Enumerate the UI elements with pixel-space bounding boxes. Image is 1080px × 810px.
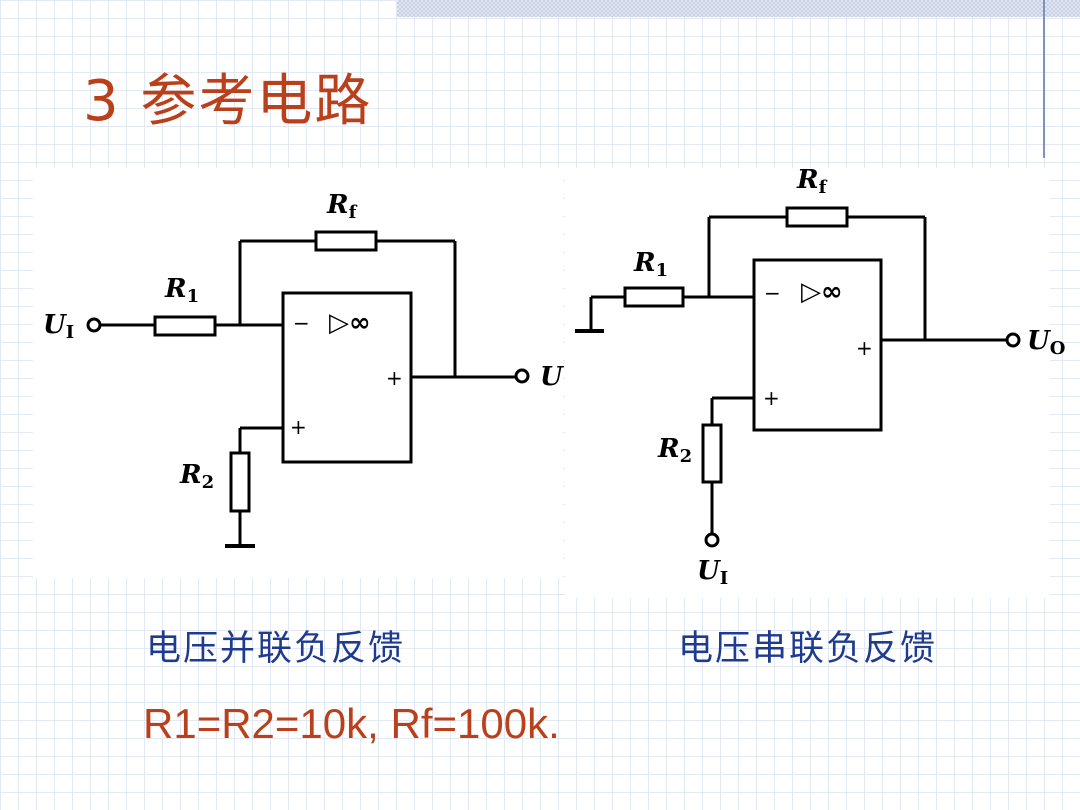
right-r2-label: R2 [658, 434, 693, 467]
right-input-terminal [704, 532, 720, 548]
left-plus-input-sign: + [290, 415, 307, 439]
right-r1-label: R1 [634, 248, 669, 281]
right-input-label: UI [697, 556, 729, 589]
component-values: R1=R2=10k, Rf=100k. [143, 700, 560, 747]
left-circuit-caption: 电压并联负反馈 [146, 629, 406, 669]
left-rf-label: Rf [327, 190, 357, 223]
right-plus-input-sign: + [763, 386, 780, 410]
right-rf-label: Rf [797, 165, 827, 198]
left-circuit-panel [33, 168, 563, 578]
left-plus-output-sign: + [386, 366, 403, 390]
left-minus-sign: − [293, 311, 310, 335]
left-output-terminal [514, 368, 530, 384]
right-output-label: UO [1027, 326, 1066, 359]
right-minus-sign: − [764, 281, 781, 305]
left-opamp-symbol: ▷∞ [329, 308, 371, 338]
right-r2-resistor [701, 423, 723, 484]
header-pattern-band [397, 0, 1080, 17]
left-r1-label: R1 [165, 274, 200, 307]
header-divider-line [1043, 0, 1045, 158]
left-output-label: U [540, 362, 563, 392]
slide-title: 3 参考电路 [83, 69, 373, 134]
right-output-terminal [1005, 332, 1021, 348]
right-r1-resistor [623, 286, 685, 308]
left-r2-label: R2 [180, 460, 215, 493]
left-input-label: UI [43, 310, 75, 343]
right-opamp-body [752, 258, 883, 432]
right-plus-output-sign: + [856, 336, 873, 360]
right-opamp-symbol: ▷∞ [801, 277, 843, 307]
right-circuit-caption: 电压串联负反馈 [678, 629, 938, 669]
right-circuit-panel [565, 168, 1050, 598]
right-rf-resistor [785, 206, 849, 228]
